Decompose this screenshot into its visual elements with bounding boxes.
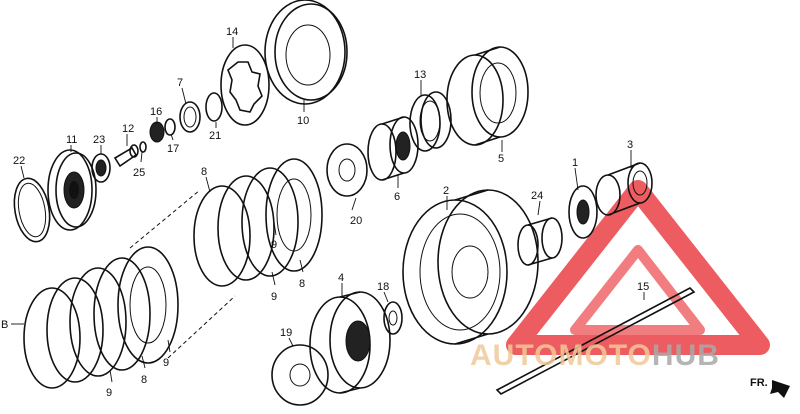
callout-21: 21 <box>209 130 221 142</box>
callout-17: 17 <box>167 143 179 155</box>
callout-8-top: 8 <box>201 166 207 178</box>
part-pressure-plate <box>264 0 348 105</box>
callout-13: 13 <box>414 69 426 81</box>
part-washer-large <box>326 143 368 197</box>
part-clutch-disc-stack <box>23 158 323 389</box>
svg-text:AUTOMOTOHUB: AUTOMOTOHUB <box>470 339 720 372</box>
part-collar <box>595 162 653 216</box>
callout-23: 23 <box>93 134 105 146</box>
part-piston <box>47 149 97 231</box>
callout-20: 20 <box>350 215 362 227</box>
part-gear <box>568 185 598 239</box>
callout-19: 19 <box>280 327 292 339</box>
callout-10: 10 <box>297 115 309 127</box>
watermark-text: AUTOMOTOHUB <box>470 339 720 372</box>
part-outer-housing <box>446 46 529 146</box>
direction-label: FR. <box>750 377 768 389</box>
callout-4: 4 <box>338 272 344 284</box>
part-snap-ring <box>13 177 51 243</box>
part-seal <box>179 101 201 133</box>
callout-9-mid: 9 <box>271 291 277 303</box>
part-clutch-basket <box>402 189 539 345</box>
direction-indicator: FR. <box>750 377 790 398</box>
part-bearing-small <box>91 153 111 183</box>
part-bushing <box>367 116 419 181</box>
callout-1: 1 <box>572 157 578 169</box>
callout-6: 6 <box>394 191 400 203</box>
callout-9-upper: 9 <box>271 239 277 251</box>
callout-16: 16 <box>150 106 162 118</box>
callout-24: 24 <box>531 190 543 202</box>
part-clutch-hub <box>309 291 391 394</box>
part-small-washer <box>139 141 147 153</box>
callout-14: 14 <box>226 26 238 38</box>
callout-7: 7 <box>177 77 183 89</box>
part-nut <box>149 118 176 143</box>
callout-5: 5 <box>498 153 504 165</box>
callout-2: 2 <box>443 185 449 197</box>
callout-25: 25 <box>133 167 145 179</box>
callout-8-bottom: 8 <box>141 374 147 386</box>
part-spring-plate <box>220 44 270 126</box>
part-bushing-24 <box>517 217 563 266</box>
part-thrust-washer <box>271 344 329 406</box>
callout-9-lower: 9 <box>163 357 169 369</box>
watermark-part-2: MOTO <box>558 339 651 372</box>
watermark-logo <box>506 180 770 355</box>
part-pin <box>113 144 139 168</box>
arrow-right-icon <box>770 380 790 398</box>
callout-11: 11 <box>66 134 77 146</box>
callout-9-bottom: 9 <box>106 387 112 399</box>
part-rod <box>495 287 696 395</box>
callout-labels: 1 2 3 4 5 6 7 8 8 8 9 9 9 9 10 11 12 <box>1 26 649 399</box>
watermark-part-1: AUTO <box>470 339 558 372</box>
callout-18: 18 <box>377 281 389 293</box>
callout-8-right: 8 <box>299 278 305 290</box>
callout-15: 15 <box>637 281 649 293</box>
callout-22: 22 <box>13 155 25 167</box>
watermark-part-3: HUB <box>652 339 720 372</box>
part-needle-bearing <box>409 91 452 152</box>
callout-b: B <box>1 319 8 331</box>
part-washer-18 <box>383 301 403 335</box>
part-o-ring <box>205 92 223 122</box>
callout-3: 3 <box>627 139 633 151</box>
callout-12: 12 <box>122 123 134 135</box>
